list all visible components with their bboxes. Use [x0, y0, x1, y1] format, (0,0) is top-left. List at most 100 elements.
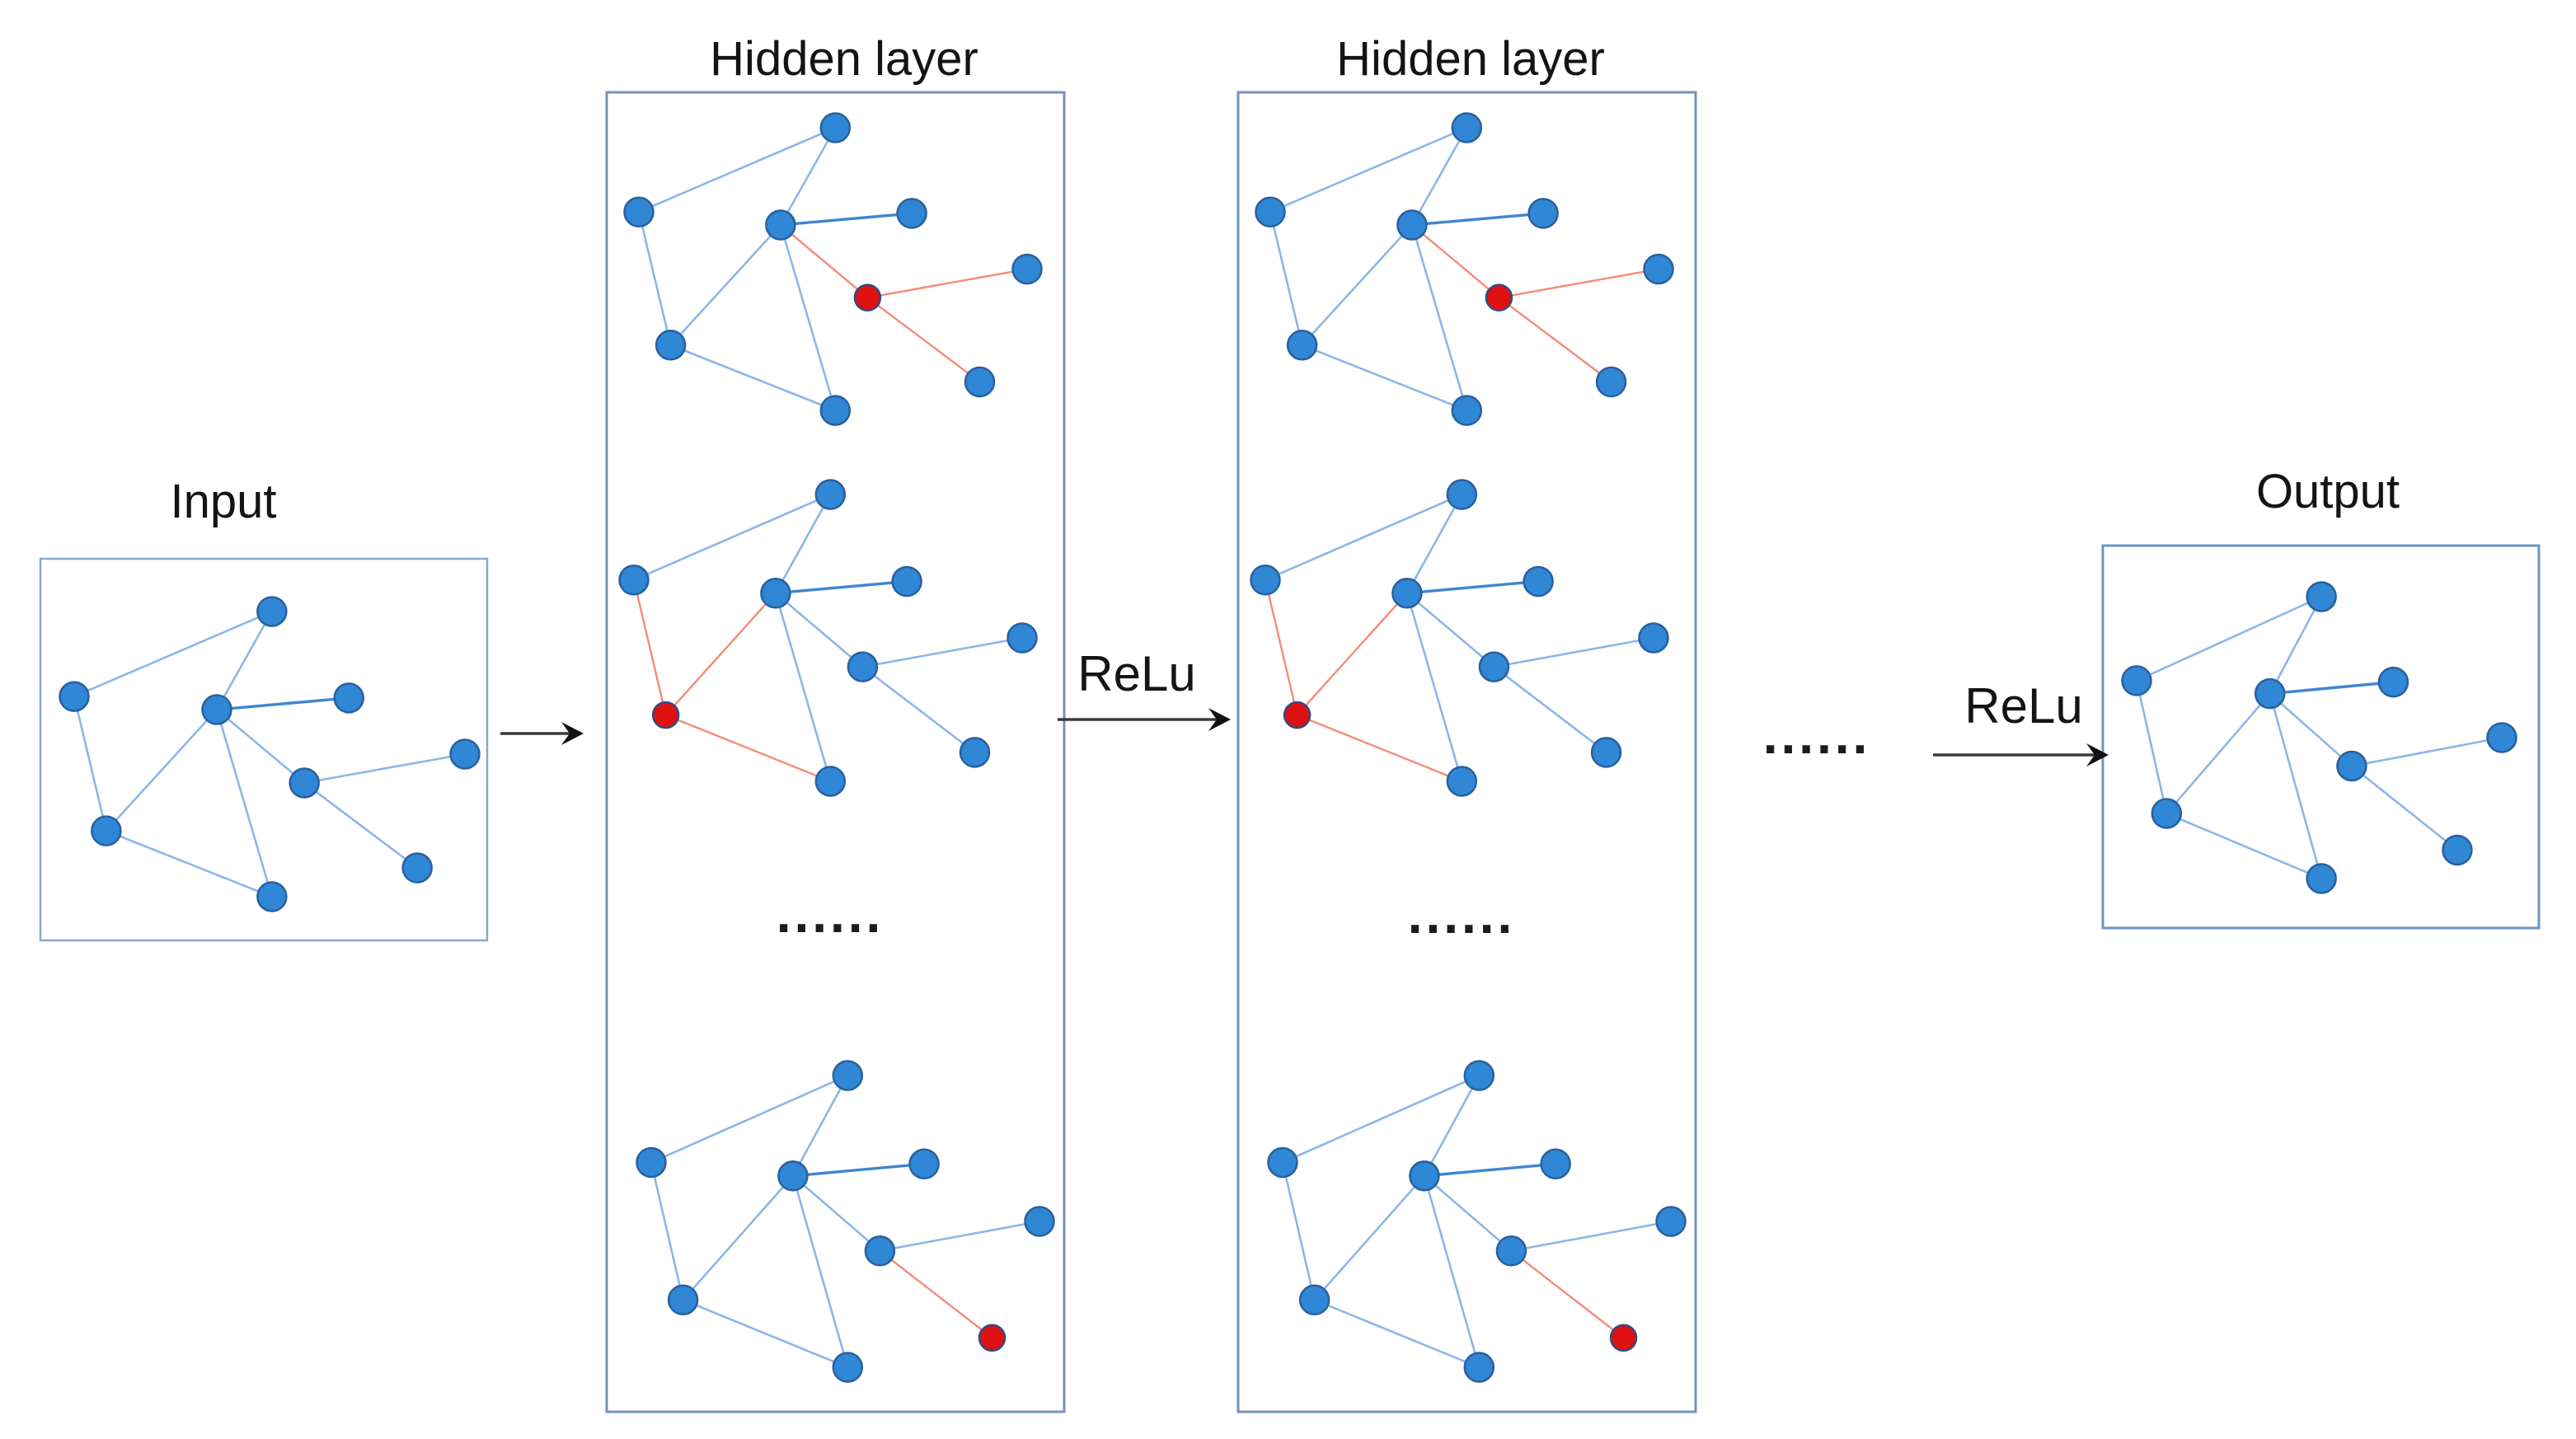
- graph-edge: [1410, 212, 1545, 227]
- graph-node: [289, 767, 320, 799]
- graph-node: [814, 479, 847, 510]
- hidden2-graph-middle: [1250, 479, 1669, 797]
- graph-edge: [2135, 679, 2168, 815]
- graph-edge: [650, 1161, 684, 1301]
- graph-edge: [779, 126, 837, 227]
- graph-edge: [1405, 493, 1463, 595]
- graph-edge: [1423, 1174, 1480, 1369]
- graph-edge: [1313, 1298, 1480, 1369]
- graph-node: [1011, 253, 1043, 285]
- graph-edge: [73, 610, 274, 698]
- graph-edge: [879, 1220, 1041, 1253]
- graph-edge: [669, 344, 837, 412]
- graph-edge: [1281, 1074, 1480, 1164]
- graph-edge-highlighted: [632, 579, 667, 716]
- graph-edge: [1410, 126, 1468, 227]
- graph-edge-highlighted: [1296, 592, 1409, 716]
- graph-node: [2306, 863, 2337, 894]
- graph-node: [1006, 622, 1038, 654]
- graph-node: [819, 112, 852, 143]
- graph-edge: [2268, 680, 2395, 696]
- graph-edge: [861, 665, 976, 754]
- graph-edge: [774, 579, 908, 595]
- graph-node: [59, 681, 90, 712]
- graph-edge: [1405, 592, 1463, 783]
- graph-edge: [774, 493, 832, 595]
- graph-edge: [1264, 493, 1463, 582]
- graph-node: [2486, 722, 2517, 753]
- output-graph: [2121, 581, 2517, 894]
- graph-edge: [779, 223, 837, 412]
- graph-node: [333, 682, 364, 714]
- graph-edge: [303, 752, 467, 785]
- graph-edge-highlighted: [866, 268, 1029, 299]
- graph-node: [2151, 798, 2183, 829]
- graph-edge: [861, 636, 1024, 668]
- hidden1-graph-top: [623, 112, 1043, 426]
- graph-edge-highlighted: [664, 592, 777, 716]
- graph-edge: [1281, 1161, 1316, 1301]
- graph-edge-highlighted: [779, 223, 869, 299]
- graph-edge: [2135, 595, 2323, 682]
- graph-edge: [637, 126, 837, 213]
- graph-node: [1409, 1160, 1440, 1192]
- hidden1-title: Hidden layer: [710, 32, 978, 86]
- graph-node: [1391, 577, 1423, 609]
- graph-node: [1638, 622, 1669, 654]
- output-title: Output: [2256, 465, 2400, 518]
- graph-node: [1286, 330, 1318, 361]
- graph-edge-highlighted: [866, 296, 981, 383]
- graph-edge: [791, 1162, 926, 1178]
- graph-node: [1643, 253, 1674, 285]
- graph-node: [1446, 479, 1478, 510]
- hidden2-title: Hidden layer: [1336, 32, 1605, 86]
- graph-node: [777, 1160, 809, 1192]
- graph-node: [1451, 112, 1483, 143]
- graph-node: [1446, 766, 1478, 797]
- arrow-input-to-hidden1-arrowhead-icon: [561, 722, 584, 745]
- graph-edge-highlighted: [664, 714, 832, 783]
- graph-edge: [1301, 344, 1468, 412]
- graph-node-highlighted: [853, 284, 882, 312]
- graph-edge: [1301, 223, 1414, 347]
- graph-node-highlighted: [978, 1324, 1006, 1352]
- graph-edge: [215, 696, 350, 711]
- graph-node: [1523, 565, 1554, 598]
- graph-edge: [215, 708, 306, 785]
- graph-node: [636, 1146, 667, 1179]
- graph-node: [891, 565, 922, 598]
- graph-node: [1527, 198, 1559, 229]
- graph-node: [2442, 834, 2473, 866]
- graph-node: [1478, 651, 1510, 682]
- graph-node: [2336, 750, 2367, 782]
- graph-edge: [632, 493, 832, 582]
- graph-node: [864, 1235, 896, 1267]
- graph-edge: [1405, 592, 1495, 668]
- graph-node: [1250, 564, 1281, 596]
- graph-node: [765, 209, 796, 241]
- ellipsis-hidden2: ......: [1407, 894, 1515, 944]
- graph-edge: [637, 210, 672, 347]
- graph-edge: [1510, 1220, 1673, 1253]
- graph-edge: [682, 1298, 849, 1369]
- graph-edge: [105, 708, 218, 832]
- hidden1-box: [605, 91, 1066, 1413]
- hidden1-graph-middle: [618, 479, 1038, 797]
- graph-edge: [2269, 595, 2323, 695]
- graph-node: [655, 330, 687, 361]
- relu-label-2: ReLu: [1964, 678, 2082, 734]
- hidden1-graph-bottom: [636, 1060, 1055, 1383]
- graph-edge: [2165, 692, 2271, 815]
- graph-edge: [1493, 665, 1607, 754]
- graph-edge: [1423, 1162, 1557, 1178]
- graph-edge: [1410, 223, 1468, 412]
- graph-edge-highlighted: [1296, 714, 1463, 783]
- graph-node: [1540, 1148, 1571, 1180]
- input-title: Input: [171, 475, 277, 528]
- graph-edge: [2269, 692, 2323, 880]
- graph-node: [256, 596, 288, 627]
- graph-node: [401, 852, 433, 884]
- graph-node: [1463, 1352, 1495, 1383]
- graph-node: [1298, 1284, 1330, 1315]
